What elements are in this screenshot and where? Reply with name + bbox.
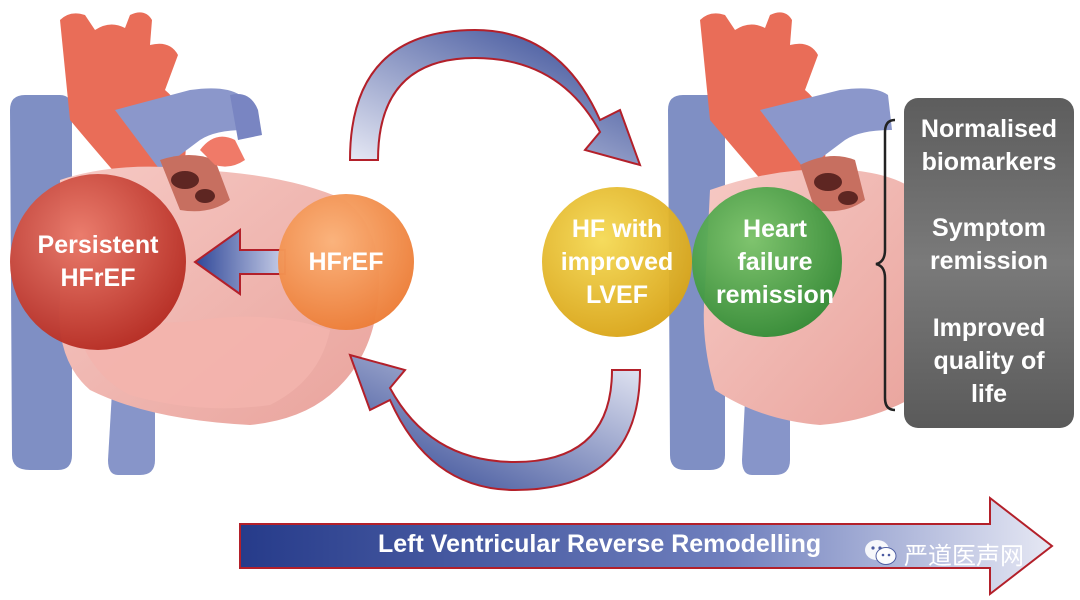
arc-arrow-bottom [348, 353, 642, 492]
circle-persistent-hfref [10, 174, 186, 350]
outcomes-brace [875, 118, 896, 412]
circle-hf-improved-lvef [542, 187, 692, 337]
watermark: 严道医声网 [864, 533, 1054, 573]
timeline-label: Left Ventricular Reverse Remodelling [378, 530, 822, 558]
circle-heart-failure-remission [692, 187, 842, 337]
timeline-arrow [239, 495, 1054, 597]
persistent-hfref-label: Persistent HFrEF [37, 231, 159, 292]
outcome-symptom-remission: Symptom remission [929, 214, 1049, 275]
outcome-improved-quality-of-life: Improved quality of life [932, 314, 1046, 408]
watermark-text: 严道医声网 [904, 541, 1024, 570]
hf-improved-lvef-label: HF with improved LVEF [560, 214, 674, 309]
wechat-icon [864, 538, 898, 568]
arrow-to-persistent [193, 228, 286, 296]
heart-failure-remission-label: Heart failure remission [715, 214, 835, 309]
circle-hfref [278, 194, 414, 330]
hfref-label: HFrEF [308, 247, 384, 276]
outcomes-panel [904, 98, 1074, 428]
arc-arrow-top [348, 28, 642, 167]
outcome-normalised-biomarkers: Normalised biomarkers [920, 115, 1058, 176]
